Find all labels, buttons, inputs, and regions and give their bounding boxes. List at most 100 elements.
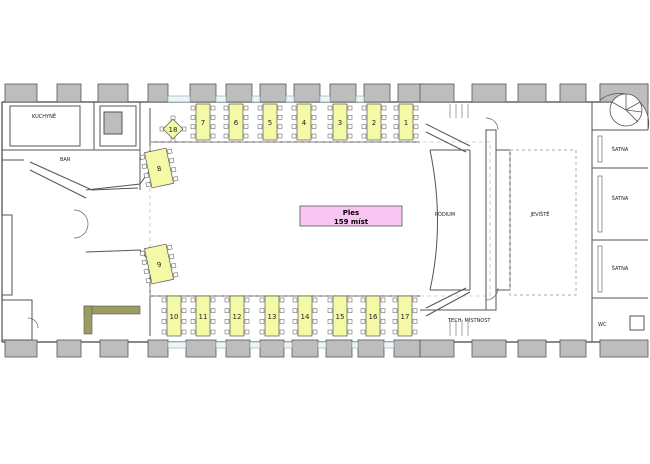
chair bbox=[167, 244, 173, 251]
chair bbox=[190, 308, 196, 313]
chair bbox=[381, 115, 387, 120]
chair bbox=[292, 297, 298, 303]
chair bbox=[291, 105, 297, 111]
table-4[interactable]: 4 bbox=[291, 103, 317, 141]
chair bbox=[277, 115, 283, 120]
table-18[interactable]: 18 bbox=[159, 115, 187, 143]
chair bbox=[327, 329, 333, 335]
table-number: 18 bbox=[169, 126, 178, 134]
table-7[interactable]: 7 bbox=[190, 103, 216, 141]
chair bbox=[190, 319, 196, 324]
chair bbox=[360, 319, 366, 324]
table-14[interactable]: 14 bbox=[292, 295, 318, 337]
chair bbox=[381, 124, 387, 129]
table-9[interactable]: 9 bbox=[139, 243, 179, 285]
table-number: 4 bbox=[302, 119, 307, 127]
chair bbox=[361, 124, 367, 129]
chair bbox=[169, 253, 175, 260]
table-6[interactable]: 6 bbox=[223, 103, 249, 141]
windows bbox=[167, 95, 395, 349]
chair bbox=[257, 124, 263, 129]
event-label-box[interactable] bbox=[299, 205, 403, 227]
chair bbox=[190, 105, 196, 111]
room-label-wc: WC bbox=[598, 322, 607, 328]
chair bbox=[224, 319, 230, 324]
chair bbox=[210, 329, 216, 335]
chair bbox=[181, 297, 187, 303]
event-label[interactable]: Ples 159 míst bbox=[299, 205, 403, 227]
chair bbox=[243, 115, 249, 120]
chair bbox=[143, 268, 149, 275]
table-top bbox=[398, 103, 414, 141]
chair bbox=[327, 297, 333, 303]
chair bbox=[327, 308, 333, 313]
right-rooms bbox=[420, 102, 648, 342]
chair bbox=[259, 329, 265, 335]
table-3[interactable]: 3 bbox=[327, 103, 353, 141]
room-label-podium: PÓDIUM bbox=[435, 211, 455, 218]
chair bbox=[347, 133, 353, 139]
table-top bbox=[332, 103, 348, 141]
chair bbox=[292, 319, 298, 324]
table-8[interactable]: 8 bbox=[139, 147, 179, 189]
chair bbox=[311, 133, 317, 139]
room-label-cloakroom-1: ŠATNA bbox=[612, 146, 629, 153]
chair bbox=[210, 105, 216, 111]
chair bbox=[223, 133, 229, 139]
table-top bbox=[162, 118, 184, 140]
left-wing-walls bbox=[1, 102, 141, 341]
table-15[interactable]: 15 bbox=[327, 295, 353, 337]
chair bbox=[210, 308, 216, 313]
chair bbox=[141, 259, 148, 266]
bottom-wall-piers bbox=[4, 339, 649, 358]
chair bbox=[380, 297, 386, 303]
chair bbox=[244, 329, 250, 335]
event-title: Ples bbox=[343, 209, 359, 217]
chair bbox=[243, 124, 249, 129]
chair bbox=[312, 319, 318, 324]
table-number: 9 bbox=[156, 261, 162, 270]
chair bbox=[361, 105, 367, 111]
table-12[interactable]: 12 bbox=[224, 295, 250, 337]
chair bbox=[412, 319, 418, 324]
table-top bbox=[264, 295, 280, 337]
table-17[interactable]: 17 bbox=[392, 295, 418, 337]
room-label-kitchen: KUCHYNĚ bbox=[32, 112, 56, 120]
chair bbox=[244, 308, 250, 313]
chair bbox=[169, 157, 175, 164]
chair bbox=[172, 176, 179, 182]
table-10[interactable]: 10 bbox=[161, 295, 187, 337]
chair bbox=[143, 172, 149, 179]
chair bbox=[277, 133, 283, 139]
table-13[interactable]: 13 bbox=[259, 295, 285, 337]
table-number: 8 bbox=[156, 165, 162, 174]
chair bbox=[360, 329, 366, 335]
chair bbox=[190, 133, 196, 139]
chair bbox=[210, 115, 216, 120]
table-number: 11 bbox=[199, 313, 208, 321]
table-top bbox=[144, 243, 174, 285]
chair bbox=[381, 105, 387, 111]
table-number: 10 bbox=[170, 313, 179, 321]
chair bbox=[311, 115, 317, 120]
room-label-cloakroom-2: ŠATNA bbox=[612, 195, 629, 202]
chair bbox=[145, 277, 151, 284]
table-2[interactable]: 2 bbox=[361, 103, 387, 141]
chair bbox=[279, 319, 285, 324]
table-number: 16 bbox=[369, 313, 378, 321]
table-number: 5 bbox=[268, 119, 272, 127]
table-11[interactable]: 11 bbox=[190, 295, 216, 337]
chair bbox=[257, 105, 263, 111]
table-1[interactable]: 1 bbox=[393, 103, 419, 141]
chair bbox=[277, 105, 283, 111]
chair bbox=[327, 105, 333, 111]
chair bbox=[392, 329, 398, 335]
table-number: 1 bbox=[404, 119, 408, 127]
chair bbox=[311, 105, 317, 111]
table-top bbox=[262, 103, 278, 141]
chair bbox=[172, 272, 179, 278]
cloakroom-counters bbox=[597, 135, 603, 293]
bar-counter bbox=[29, 161, 139, 199]
table-16[interactable]: 16 bbox=[360, 295, 386, 337]
table-5[interactable]: 5 bbox=[257, 103, 283, 141]
